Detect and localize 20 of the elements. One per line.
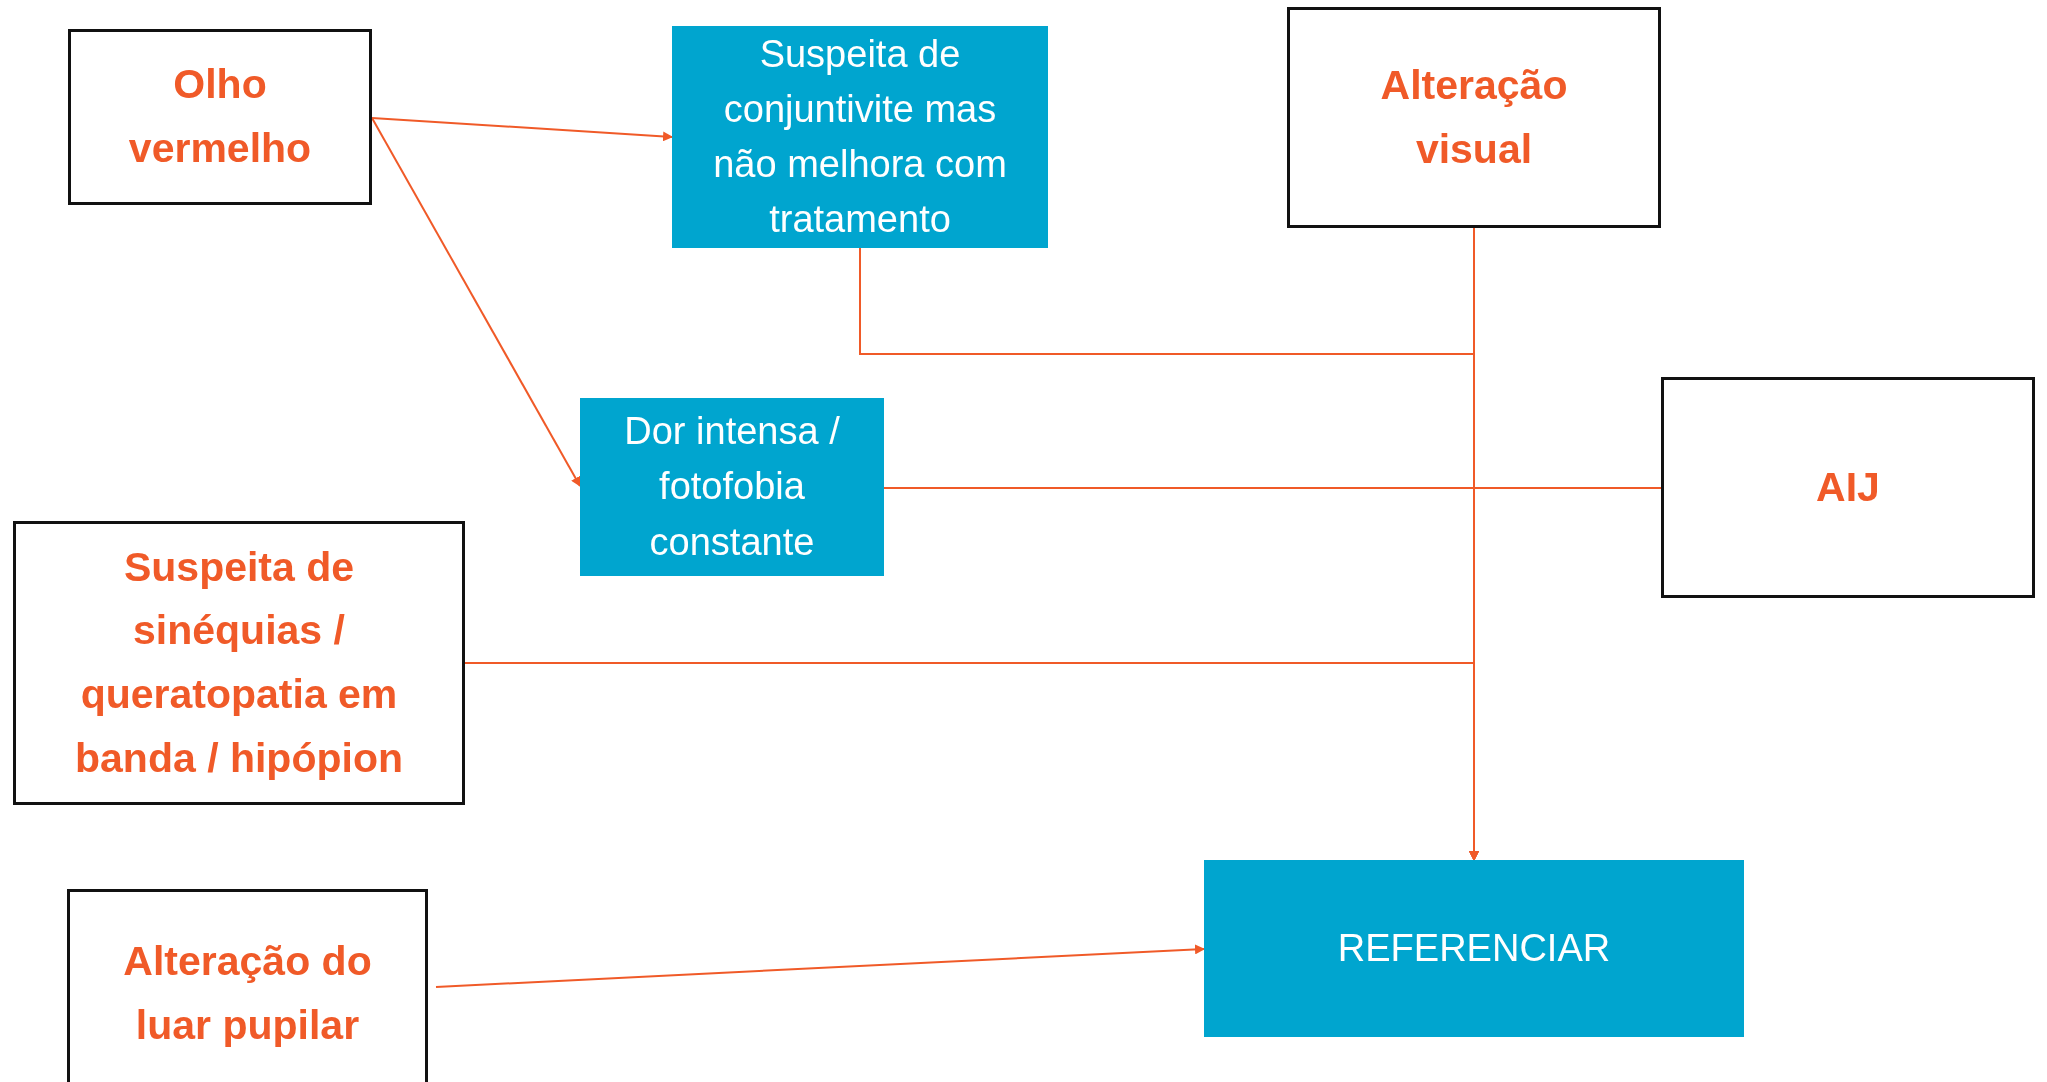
node-label: AIJ	[1816, 462, 1880, 512]
arrow	[371, 117, 581, 487]
node-label: REFERENCIAR	[1337, 925, 1611, 971]
process-box	[580, 398, 884, 576]
process-box	[672, 26, 1048, 248]
node-label: Dor intensa / fotofobia constante	[623, 409, 841, 565]
outlined-box	[13, 521, 465, 805]
process-box	[1204, 860, 1744, 1037]
node-label: Alteração visual	[1379, 60, 1569, 174]
outlined-box	[68, 29, 372, 205]
outlined-box	[1661, 377, 2035, 598]
node-label: Olho vermelho	[127, 60, 313, 173]
arrow	[464, 662, 1479, 861]
node-label: Alteração do luar pupilar	[122, 937, 373, 1050]
arrow	[435, 944, 1205, 988]
outlined-box	[1287, 7, 1661, 228]
node-label: Suspeita de sinéquias / queratopatia em banda / hipópion	[74, 542, 404, 783]
node-label: Suspeita de conjuntivite mas não melhora com tratamento	[712, 31, 1008, 243]
arrow	[371, 117, 673, 142]
outlined-box	[67, 889, 428, 1082]
